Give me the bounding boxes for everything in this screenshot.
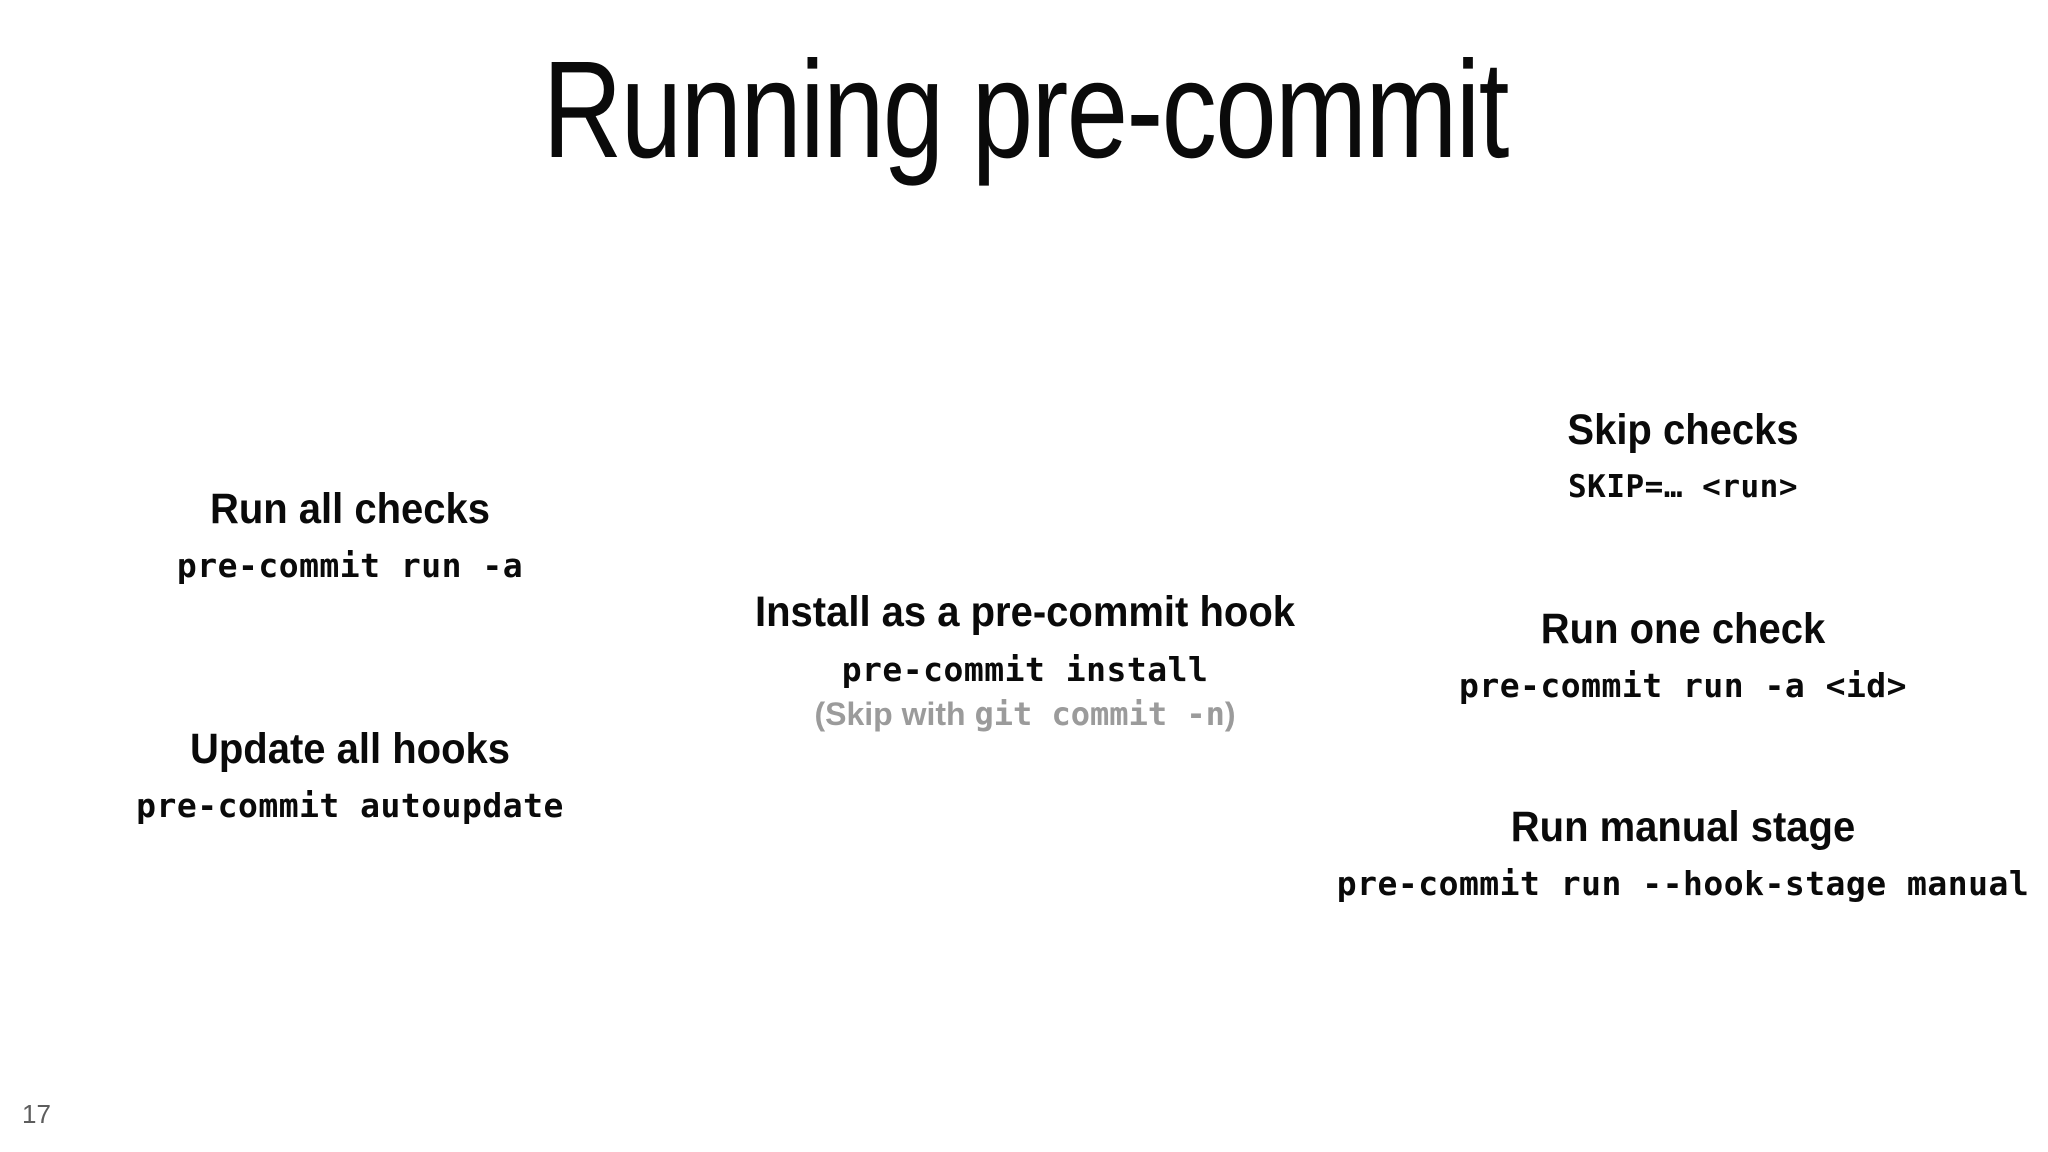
block-skip-checks: Skip checks SKIP=… <run> xyxy=(1330,404,2036,510)
block-heading-run-one-check: Run one check xyxy=(1540,605,1826,653)
command-update-all-hooks: pre-commit autoupdate xyxy=(136,786,564,825)
block-heading-skip-checks: Skip checks xyxy=(1567,406,1799,454)
block-run-one-check: Run one check pre-commit run -a <id> xyxy=(1330,602,2036,710)
page-number: 17 xyxy=(22,1099,51,1129)
block-run-manual-stage: Run manual stage pre-commit run --hook-s… xyxy=(1330,800,2036,908)
block-install-hook: Install as a pre-commit hook pre-commit … xyxy=(425,585,1625,735)
note-skip-command: git commit -n xyxy=(974,695,1225,733)
note-skip-prefix: (Skip with xyxy=(814,696,975,732)
command-run-all-checks: pre-commit run -a xyxy=(176,546,524,585)
note-skip-hook: (Skip with git commit -n) xyxy=(425,693,1625,735)
command-install-hook: pre-commit install xyxy=(841,650,1209,689)
block-heading-update-all-hooks: Update all hooks xyxy=(189,725,510,773)
command-run-manual-stage: pre-commit run --hook-stage manual xyxy=(1336,864,2030,903)
note-skip-suffix: ) xyxy=(1224,696,1236,732)
block-run-all-checks: Run all checks pre-commit run -a xyxy=(0,482,700,590)
block-heading-install-hook: Install as a pre-commit hook xyxy=(754,588,1296,636)
block-heading-run-manual-stage: Run manual stage xyxy=(1510,803,1856,851)
command-skip-checks: SKIP=… <run> xyxy=(1568,469,1798,505)
command-run-one-check: pre-commit run -a <id> xyxy=(1458,666,1908,705)
page-title: Running pre-commit xyxy=(542,33,1510,187)
block-heading-run-all-checks: Run all checks xyxy=(209,485,491,533)
block-update-all-hooks: Update all hooks pre-commit autoupdate xyxy=(0,722,700,830)
